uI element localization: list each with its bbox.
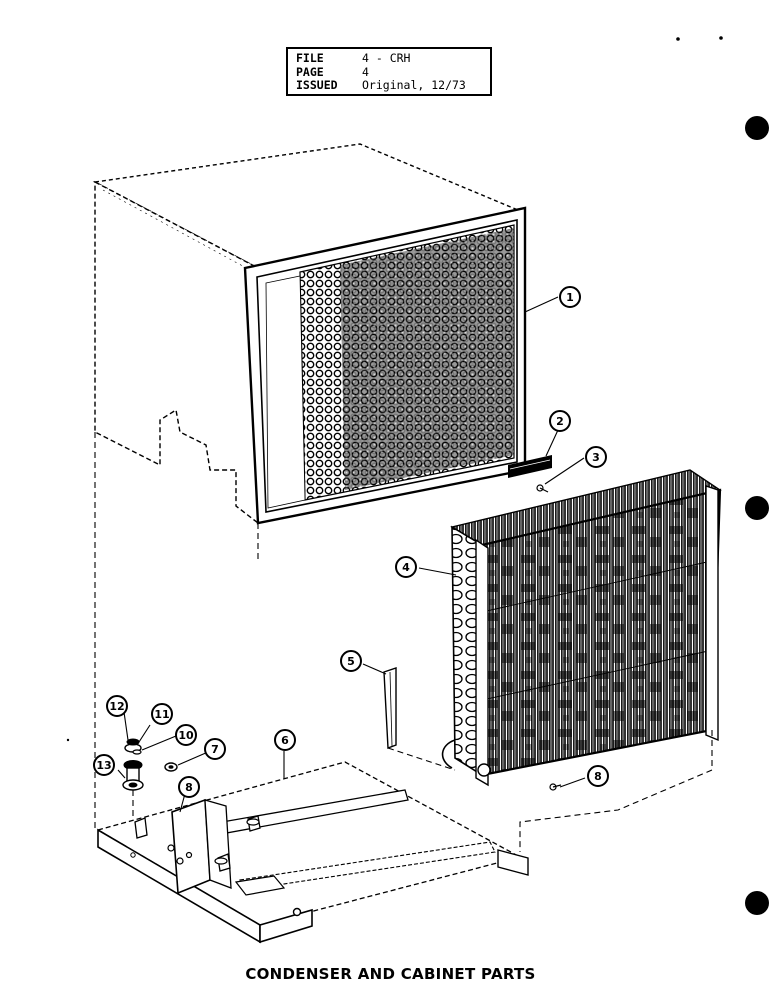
callout-circle — [93, 754, 115, 776]
issued-label: ISSUED — [296, 78, 338, 92]
cabinet-shell — [92, 143, 528, 525]
gasket-strip — [508, 455, 552, 478]
callout-circle — [175, 724, 197, 746]
callout-circle — [395, 556, 417, 578]
page-value: 4 — [362, 64, 369, 79]
isolator-stack — [122, 738, 144, 791]
callout-circle — [106, 695, 128, 717]
callout-number: 8 — [594, 770, 602, 783]
callout-circle — [585, 446, 607, 468]
callout-circle — [204, 738, 226, 760]
scan-speck — [719, 36, 723, 40]
coil-side-bracket — [383, 667, 397, 749]
issued-value: Original, 12/73 — [362, 78, 466, 92]
issued-row: ISSUED Original, 12/73 — [296, 78, 482, 93]
callout-7: 7 — [204, 738, 226, 760]
callout-number: 3 — [592, 451, 600, 464]
callout-circle — [178, 776, 200, 798]
grommet — [164, 762, 178, 772]
file-label: FILE — [296, 51, 324, 65]
callout-8: 8 — [587, 765, 609, 787]
callout-number: 7 — [211, 743, 219, 756]
callout-number: 10 — [178, 729, 194, 742]
page-label: PAGE — [296, 64, 324, 79]
callout-number: 1 — [566, 291, 574, 304]
callout-circle — [559, 286, 581, 308]
callout-11: 11 — [151, 703, 173, 725]
file-value: 4 - CRH — [362, 51, 411, 65]
screw — [549, 783, 562, 791]
callout-8: 8 — [178, 776, 200, 798]
callout-circle — [587, 765, 609, 787]
callout-13: 13 — [93, 754, 115, 776]
callout-6: 6 — [274, 729, 296, 751]
callout-3: 3 — [585, 446, 607, 468]
leader-lines — [117, 296, 586, 813]
page-row: PAGE 4 — [296, 64, 482, 80]
callout-circle — [549, 410, 571, 432]
callout-5: 5 — [340, 650, 362, 672]
callout-number: 4 — [402, 561, 410, 574]
callout-number: 11 — [154, 708, 169, 721]
scan-speck — [66, 738, 70, 742]
registration-dot — [745, 891, 769, 915]
callout-circle — [274, 729, 296, 751]
file-info-box: FILE 4 - CRH PAGE 4 ISSUED Original, 12/… — [286, 47, 492, 96]
callout-circle — [340, 650, 362, 672]
callout-number: 12 — [109, 700, 124, 713]
callout-number: 13 — [96, 759, 111, 772]
screw — [536, 484, 549, 493]
callout-number: 2 — [556, 415, 564, 428]
callout-2: 2 — [549, 410, 571, 432]
callout-number: 6 — [281, 734, 289, 747]
condenser-coil — [441, 469, 722, 787]
callout-1: 1 — [559, 286, 581, 308]
callout-12: 12 — [106, 695, 128, 717]
registration-dot — [745, 496, 769, 520]
callout-circle — [151, 703, 173, 725]
scan-speck — [676, 37, 680, 41]
registration-dot — [745, 116, 769, 140]
callout-number: 8 — [185, 781, 193, 794]
callout-number: 5 — [347, 655, 355, 668]
base-pan — [96, 761, 529, 944]
file-row: FILE 4 - CRH — [296, 51, 482, 66]
callout-4: 4 — [395, 556, 417, 578]
callout-10: 10 — [175, 724, 197, 746]
diagram-caption: CONDENSER AND CABINET PARTS — [245, 965, 536, 983]
